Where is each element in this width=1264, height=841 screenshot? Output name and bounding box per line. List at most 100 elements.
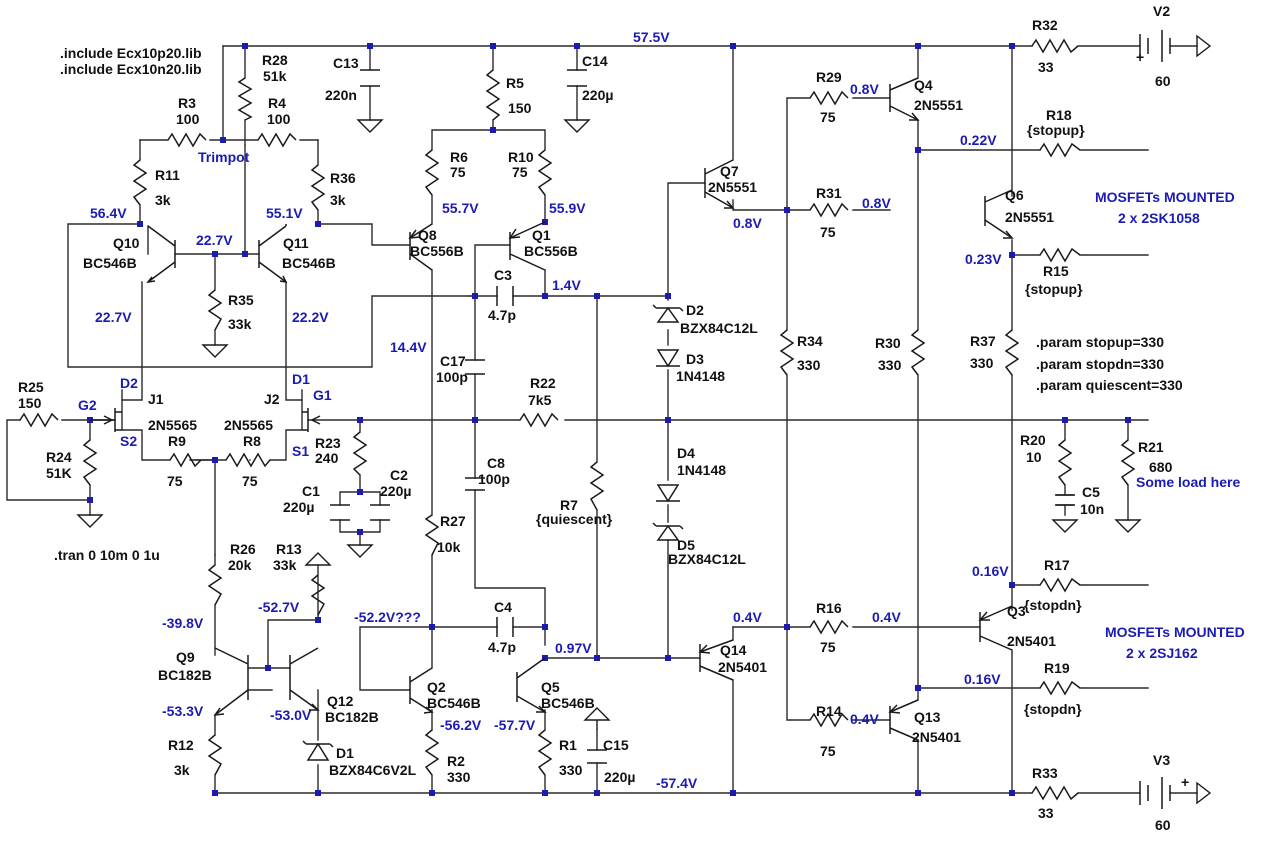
- capacitors: [330, 69, 1075, 764]
- R32-symbol: [1031, 38, 1079, 54]
- voltage-v_q10c: 56.4V: [90, 205, 127, 221]
- r28-name-label: R28: [262, 52, 288, 68]
- voltage-v_q11e: 22.2V: [292, 309, 329, 325]
- D5-symbol: [652, 522, 684, 541]
- note-mosfet_dn2: 2 x 2SJ162: [1126, 645, 1198, 661]
- Q4-symbol: [889, 77, 920, 121]
- r29-name-label: R29: [816, 69, 842, 85]
- q13-value-label: 2N5401: [912, 729, 961, 745]
- Q13-symbol: [888, 699, 919, 741]
- c4-value-label: 4.7p: [488, 639, 516, 655]
- q2-name-label: Q2: [427, 679, 446, 695]
- C3-symbol: [496, 286, 514, 306]
- q1-name-label: Q1: [532, 227, 551, 243]
- q7-value-label: 2N5551: [708, 179, 757, 195]
- voltage-v_q8c: 14.4V: [390, 339, 427, 355]
- batteries: [1139, 30, 1171, 809]
- pin-label-trimpot: Trimpot: [198, 149, 250, 165]
- r14-name-label: R14: [816, 703, 842, 719]
- voltage-v_q13b: 0.4V: [850, 711, 879, 727]
- r13-value-label: 33k: [273, 557, 297, 573]
- R17-symbol: [1039, 577, 1081, 593]
- directive-include1: .include Ecx10p20.lib: [60, 45, 202, 61]
- r35-name-label: R35: [228, 292, 254, 308]
- r9-name-label: R9: [168, 433, 186, 449]
- directive-param2: .param stopdn=330: [1036, 356, 1164, 372]
- Q10-symbol: [146, 225, 176, 284]
- r33-name-label: R33: [1032, 765, 1058, 781]
- j1-value-label: 2N5565: [148, 417, 197, 433]
- c13-value-label: 220n: [325, 87, 357, 103]
- q5-name-label: Q5: [541, 679, 560, 695]
- pin-label-d1: D1: [292, 371, 310, 387]
- r32-value-label: 33: [1038, 59, 1054, 75]
- pin-label-s2: S2: [120, 433, 137, 449]
- r24-name-label: R24: [46, 449, 72, 465]
- R30-symbol: [910, 329, 926, 376]
- voltage-v_q3b: 0.4V: [872, 609, 901, 625]
- R16-symbol: [809, 619, 849, 635]
- voltage-v_q3e: 0.16V: [972, 563, 1009, 579]
- q11-name-label: Q11: [283, 235, 309, 251]
- v3-name-label: V3: [1153, 752, 1170, 768]
- R27-symbol: [424, 514, 440, 556]
- R24-symbol: [82, 439, 98, 486]
- r17-value-label: {stopdn}: [1024, 597, 1082, 613]
- r3-name-label: R3: [178, 95, 196, 111]
- C2-symbol: [370, 504, 390, 521]
- d3-value-label: 1N4148: [676, 368, 725, 384]
- r23-name-label: R23: [315, 435, 341, 451]
- c17-value-label: 100p: [436, 369, 468, 385]
- d1-value-label: BZX84C6V2L: [329, 762, 417, 778]
- C4-symbol: [496, 617, 514, 637]
- R12-symbol: [207, 734, 223, 776]
- R10-symbol: [537, 149, 553, 196]
- r35-value-label: 33k: [228, 316, 252, 332]
- r10-name-label: R10: [508, 149, 534, 165]
- R35-symbol: [207, 289, 223, 331]
- c15-name-label: C15: [603, 737, 629, 753]
- R13-symbol: [310, 574, 326, 616]
- D2-symbol: [652, 304, 684, 323]
- r3-value-label: 100: [176, 111, 200, 127]
- voltage-v_q12c: -52.7V: [258, 599, 300, 615]
- voltage-v_q4e: 0.22V: [960, 132, 997, 148]
- r4-name-label: R4: [268, 95, 286, 111]
- r14-value-label: 75: [820, 743, 836, 759]
- r27-name-label: R27: [440, 513, 466, 529]
- v2-plus-mark: +: [1136, 49, 1144, 65]
- r37-name-label: R37: [970, 333, 996, 349]
- c13-name-label: C13: [333, 55, 359, 71]
- voltage-v_q6b: 0.8V: [862, 195, 891, 211]
- voltage-v_q11c: 55.1V: [266, 205, 303, 221]
- c8-name-label: C8: [487, 455, 505, 471]
- R29-symbol: [809, 90, 849, 106]
- d3-name-label: D3: [686, 351, 704, 367]
- q8-name-label: Q8: [418, 227, 437, 243]
- r16-value-label: 75: [820, 639, 836, 655]
- voltage-v_q7e: 0.8V: [733, 215, 762, 231]
- R5-symbol: [485, 69, 501, 121]
- Q6-symbol: [984, 189, 1014, 239]
- r23-value-label: 240: [315, 450, 339, 466]
- pin-label-s1: S1: [292, 443, 309, 459]
- voltage-v_top: 57.5V: [633, 29, 670, 45]
- q9-name-label: Q9: [176, 649, 195, 665]
- c2-value-label: 220µ: [380, 483, 411, 499]
- r7-value-label: {quiescent}: [536, 511, 613, 527]
- R22-symbol: [519, 412, 559, 428]
- voltage-v_q5c: 0.97V: [555, 640, 592, 656]
- D1-symbol: [302, 740, 334, 761]
- q4-name-label: Q4: [914, 77, 933, 93]
- wires: [6, 45, 1198, 794]
- q11-value-label: BC546B: [282, 255, 336, 271]
- R37-symbol: [1004, 329, 1020, 376]
- voltage-v_q12e: -53.0V: [270, 707, 312, 723]
- pin-label-d2: D2: [120, 375, 138, 391]
- voltage-v_q1c: 1.4V: [552, 277, 581, 293]
- r18-name-label: R18: [1046, 107, 1072, 123]
- j2-name-label: J2: [264, 391, 280, 407]
- q6-name-label: Q6: [1005, 187, 1024, 203]
- pin-label-g1: G1: [313, 387, 332, 403]
- transistors: [90, 77, 1014, 741]
